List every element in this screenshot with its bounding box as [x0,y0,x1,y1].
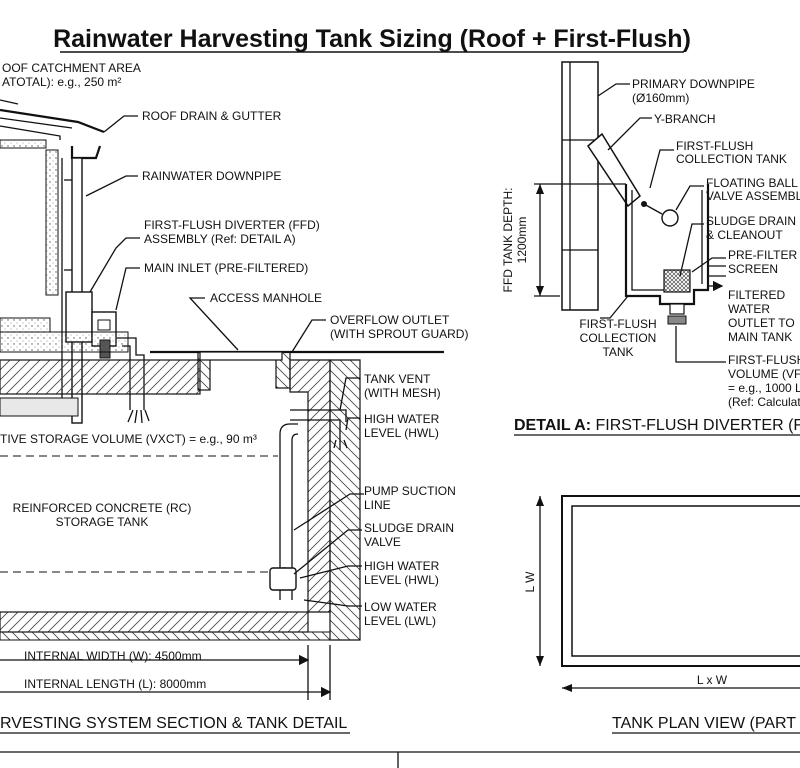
width-dimension-label: INTERNAL WIDTH (W): 4500mm [24,649,202,663]
tank-label-1: REINFORCED CONCRETE (RC) [13,501,192,515]
filtered-label-2: WATER [728,302,770,316]
roof-catchment-label-2: ATOTAL): e.g., 250 m² [2,75,121,89]
prefilter-label-2: SCREEN [728,262,778,276]
detail-caption: DETAIL A: FIRST-FLUSH DIVERTER (F [514,417,800,434]
vent-label-1: TANK VENT [364,372,431,386]
prefilter-label-1: PRE-FILTER [728,248,797,262]
ffd-depth-label-2: 1200mm [515,217,529,264]
hwl-label-2b: LEVEL (HWL) [364,573,439,587]
roof-catchment-label-1: OOF CATCHMENT AREA [2,61,141,75]
vent-label-2: (WITH MESH) [364,386,441,400]
ff-volume-label-4: (Ref: Calculati [728,395,800,409]
ffd-label-1: FIRST-FLUSH DIVERTER (FFD) [144,218,320,232]
lwl-label-2: LEVEL (LWL) [364,614,436,628]
hwl-label-2a: HIGH WATER [364,559,440,573]
length-dimension-label: INTERNAL LENGTH (L): 8000mm [24,677,206,691]
section-caption: RVESTING SYSTEM SECTION & TANK DETAIL [0,715,347,732]
filtered-label-4: MAIN TANK [728,330,792,344]
hwl-label-1b: LEVEL (HWL) [364,426,439,440]
collection-tank-label-2: COLLECTION [580,331,657,345]
plan-view [536,495,800,692]
sludge-cleanout-label-2: & CLEANOUT [706,228,783,242]
ffd-depth-label-1: FFD TANK DEPTH: [501,188,515,293]
detail-a [534,61,726,363]
plan-side-label: L W [523,571,537,593]
plan-bottom-label: L x W [697,673,728,687]
overflow-label-1: OVERFLOW OUTLET [330,313,450,327]
sludge-valve-label-1: SLUDGE DRAIN [364,521,454,535]
ybranch-label: Y-BRANCH [654,112,716,126]
tank-label-2: STORAGE TANK [56,515,149,529]
lwl-label-1: LOW WATER [364,600,437,614]
ff-volume-label-1: FIRST-FLUSH [728,353,800,367]
sludge-valve-label-2: VALVE [364,535,401,549]
page-title: Rainwater Harvesting Tank Sizing (Roof +… [53,25,691,53]
filtered-label-3: OUTLET TO [728,316,795,330]
primary-downpipe-label-1: PRIMARY DOWNPIPE [632,77,755,91]
collection-tank-label-1: FIRST-FLUSH [579,317,656,331]
roof-drain-label: ROOF DRAIN & GUTTER [142,109,282,123]
main-inlet-label: MAIN INLET (PRE-FILTERED) [144,261,308,275]
ffct-label-1: FIRST-FLUSH [676,139,753,153]
float-label-1: FLOATING BALL [706,176,798,190]
ff-volume-label-3: = e.g., 1000 L [728,381,800,395]
pump-label-1: PUMP SUCTION [364,484,456,498]
sludge-cleanout-label-1: SLUDGE DRAIN [706,214,796,228]
plan-caption: TANK PLAN VIEW (PART [612,715,796,732]
storage-volume-label: TIVE STORAGE VOLUME (VXCT) = e.g., 90 m³ [0,432,257,446]
hwl-label-1a: HIGH WATER [364,412,440,426]
detail-caption-bold: DETAIL A: [514,417,591,434]
section-view [0,99,444,700]
primary-downpipe-label-2: (Ø160mm) [632,91,689,105]
filtered-label-1: FILTERED [728,288,785,302]
downpipe-label: RAINWATER DOWNPIPE [142,169,281,183]
collection-tank-label-3: TANK [602,345,633,359]
ffct-label-2: COLLECTION TANK [676,152,787,166]
ffd-label-2: ASSEMBLY (Ref: DETAIL A) [144,232,296,246]
access-manhole-label: ACCESS MANHOLE [210,291,322,305]
detail-caption-rest: FIRST-FLUSH DIVERTER (F [591,417,800,434]
pump-label-2: LINE [364,498,391,512]
ff-volume-label-2: VOLUME (VFF [728,367,800,381]
overflow-label-2: (WITH SPROUT GUARD) [330,327,468,341]
float-label-2: VALVE ASSEMBL [706,189,800,203]
